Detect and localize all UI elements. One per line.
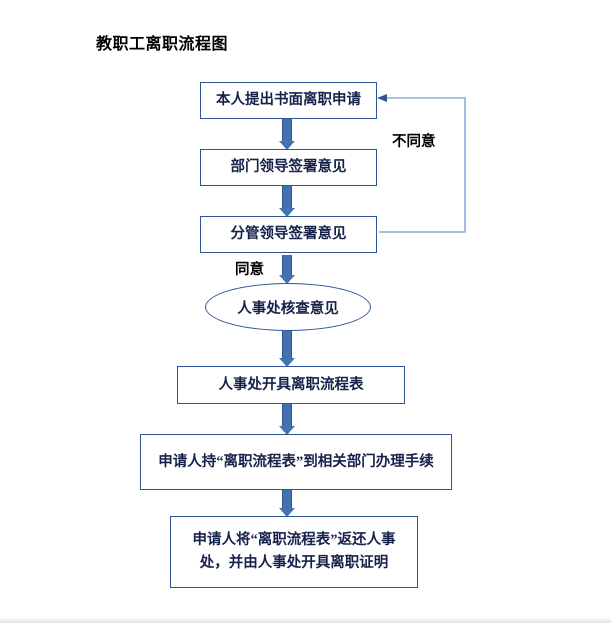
- loop-disagree-back-to-application: [377, 94, 466, 233]
- arrow-hr-review-to-issue-form: [278, 331, 296, 367]
- flow-node-label: 申请人持“离职流程表”到相关部门办理手续: [158, 453, 434, 470]
- flow-node-written-application[interactable]: 本人提出书面离职申请: [200, 82, 377, 119]
- flow-node-hr-review[interactable]: 人事处核查意见: [205, 283, 371, 331]
- page-bottom-edge: [0, 617, 611, 623]
- flow-node-label: 部门领导签署意见: [230, 159, 347, 176]
- arrow-departments-to-return-form: [278, 490, 296, 517]
- page-title: 教职工离职流程图: [96, 36, 229, 53]
- flow-node-department-leader-sign[interactable]: 部门领导签署意见: [200, 149, 377, 186]
- flow-node-supervising-leader-sign[interactable]: 分管领导签署意见: [200, 216, 377, 253]
- arrow-department-to-supervisor: [278, 186, 296, 217]
- flow-node-label-line1: 申请人将“离职流程表”返还人事: [192, 531, 396, 548]
- flow-node-label: 本人提出书面离职申请: [216, 92, 361, 109]
- flow-node-return-form-and-certificate[interactable]: 申请人将“离职流程表”返还人事 处，并由人事处开具离职证明: [170, 516, 418, 588]
- flow-node-label-line2: 处，并由人事处开具离职证明: [199, 555, 389, 571]
- flow-node-hr-issue-form[interactable]: 人事处开具离职流程表: [177, 366, 405, 404]
- arrow-issue-form-to-departments: [278, 404, 296, 435]
- flow-node-label: 人事处开具离职流程表: [218, 376, 364, 393]
- edge-label-agree: 同意: [235, 262, 264, 278]
- flow-node-label: 分管领导签署意见: [230, 226, 347, 243]
- edge-label-disagree: 不同意: [392, 134, 436, 150]
- flow-node-applicant-visit-departments[interactable]: 申请人持“离职流程表”到相关部门办理手续: [140, 434, 452, 490]
- arrow-supervisor-to-hr-review: [278, 255, 296, 284]
- arrow-application-to-department: [278, 119, 296, 150]
- flow-node-label: 人事处核查意见: [237, 300, 339, 317]
